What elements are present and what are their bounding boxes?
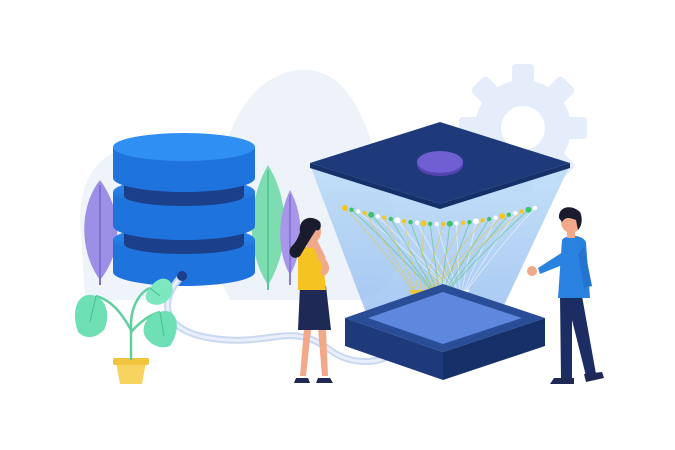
particle-stream	[459, 207, 536, 301]
data-particle	[420, 220, 427, 227]
data-particle	[342, 205, 348, 211]
leaf-green-right	[251, 165, 285, 290]
scanner-beam	[310, 165, 570, 318]
data-particle	[486, 216, 492, 222]
data-particle	[388, 216, 394, 222]
data-particle	[394, 217, 401, 224]
data-particle	[460, 220, 466, 226]
processor-top	[310, 122, 570, 209]
processor-base	[345, 284, 545, 380]
data-particle	[362, 210, 367, 216]
data-particle	[408, 219, 413, 225]
data-particle	[473, 218, 480, 225]
data-particle	[375, 214, 380, 219]
data-particle	[441, 221, 446, 227]
data-particle	[493, 215, 498, 220]
man-figure	[527, 207, 604, 384]
data-particle	[525, 206, 532, 213]
data-particle	[454, 221, 459, 226]
data-particle	[427, 221, 433, 226]
data-particle	[414, 220, 420, 226]
particle-stream	[344, 207, 421, 301]
potted-plant	[74, 278, 177, 384]
data-particle	[532, 205, 538, 211]
database-icon	[113, 133, 255, 286]
data-particle	[499, 213, 506, 220]
woman-figure	[289, 217, 333, 383]
data-particle	[446, 220, 453, 227]
data-particle	[434, 221, 439, 227]
data-particle	[513, 210, 518, 216]
data-particle	[368, 211, 375, 218]
data-particle	[467, 219, 472, 225]
leaf-purple-left	[84, 180, 118, 285]
data-particle	[506, 212, 511, 217]
data-particle	[401, 219, 407, 224]
data-particle	[519, 209, 525, 214]
data-particle	[355, 209, 361, 214]
data-particle	[349, 207, 354, 212]
data-particle	[480, 217, 485, 223]
data-particle	[382, 215, 387, 220]
